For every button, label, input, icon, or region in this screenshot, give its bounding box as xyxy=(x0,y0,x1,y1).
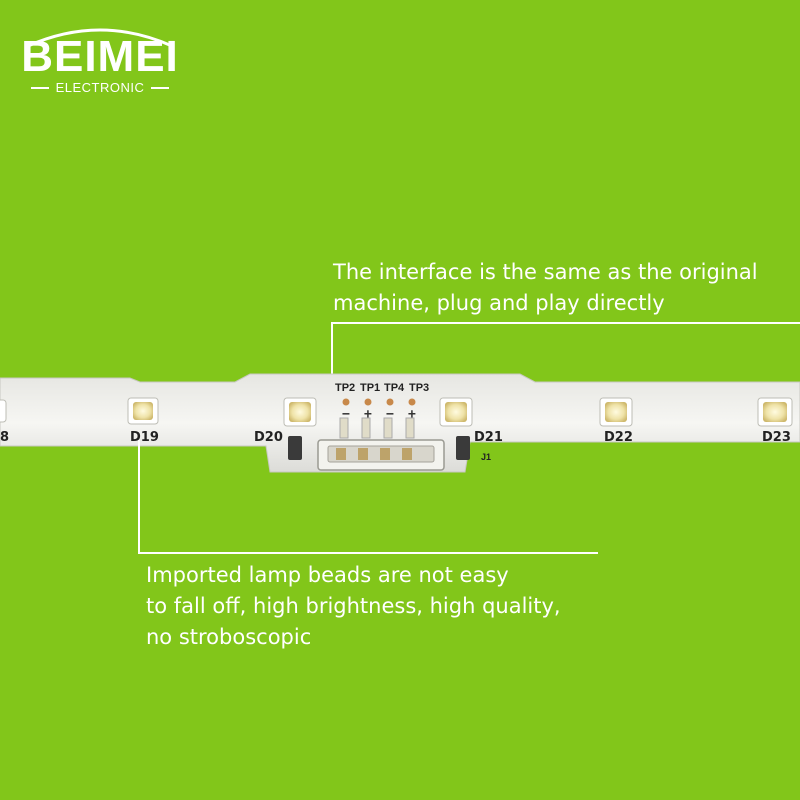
led-label: D22 xyxy=(604,430,633,445)
beads-callout-horizontal xyxy=(138,552,598,554)
led-label: D21 xyxy=(474,430,503,445)
led-strip-pcb xyxy=(0,373,800,473)
component xyxy=(456,436,470,460)
logo-dash-right xyxy=(151,86,170,89)
interface-caption-line: The interface is the same as the origina… xyxy=(333,260,758,284)
led-bead xyxy=(283,397,317,427)
test-point-label: TP1 xyxy=(360,382,381,394)
led-label: D23 xyxy=(762,430,791,445)
led-bead xyxy=(439,397,473,427)
led-label: D20 xyxy=(254,430,283,445)
pcb-board xyxy=(0,373,800,473)
logo-subtitle-row: ELECTRONIC xyxy=(20,80,180,95)
logo-name: BEIMEI xyxy=(21,32,179,81)
interface-caption: The interface is the same as the origina… xyxy=(333,257,798,319)
test-point-label: TP2 xyxy=(335,382,356,394)
logo-arc-icon xyxy=(27,28,173,48)
led-label: 8 xyxy=(0,430,10,445)
component xyxy=(288,436,302,460)
test-point-sign: − xyxy=(342,407,350,422)
test-point-sign: + xyxy=(364,407,372,422)
interface-callout-horizontal xyxy=(331,322,800,324)
test-point-sign: + xyxy=(408,407,416,422)
test-point-label: TP4 xyxy=(384,382,405,394)
beads-caption-line: no stroboscopic xyxy=(146,625,312,649)
led-label: D19 xyxy=(130,430,159,445)
interface-caption-line: machine, plug and play directly xyxy=(333,291,665,315)
led-bead xyxy=(0,399,7,423)
connector xyxy=(317,417,445,471)
connector-label: J1 xyxy=(481,452,492,462)
led-bead xyxy=(757,397,793,427)
led-bead xyxy=(599,397,633,427)
logo-subtitle: ELECTRONIC xyxy=(55,80,145,95)
beads-caption: Imported lamp beads are not easy to fall… xyxy=(146,560,616,653)
beads-caption-line: Imported lamp beads are not easy xyxy=(146,563,509,587)
beads-callout-vertical xyxy=(138,440,140,554)
brand-logo: BEIMEI ELECTRONIC xyxy=(20,20,180,100)
logo-dash-left xyxy=(30,86,49,89)
test-point-pads xyxy=(342,398,416,406)
test-point-sign: − xyxy=(386,407,394,422)
test-point-label: TP3 xyxy=(409,382,430,394)
led-bead xyxy=(127,397,159,425)
beads-caption-line: to fall off, high brightness, high quali… xyxy=(146,594,561,618)
